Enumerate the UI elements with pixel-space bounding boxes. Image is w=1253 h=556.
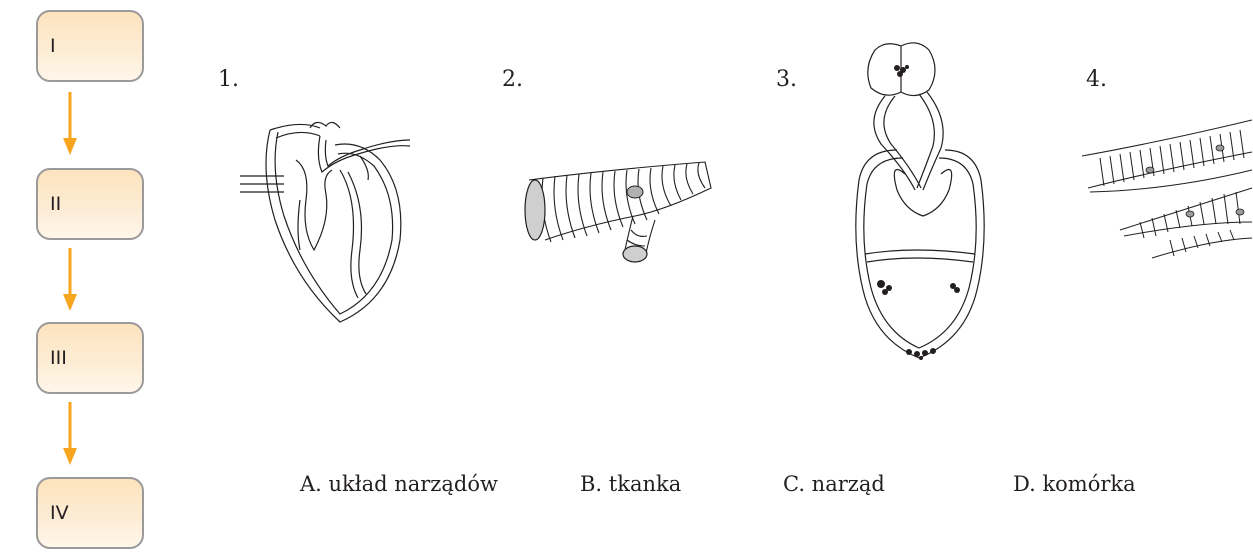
tissue-illustration [515,150,715,270]
level-box-3: III [36,322,144,394]
level-label-2: II [50,193,61,215]
down-arrow-icon [62,402,78,466]
figure-number-3: 3. [776,67,797,92]
figure-number-2: 2. [502,67,523,92]
heart-illustration [240,110,410,330]
option-label-c: C. narząd [783,472,885,496]
down-arrow-icon [62,92,78,156]
figure-number-4: 4. [1086,67,1107,92]
cells-illustration [1080,112,1253,262]
option-label-d: D. komórka [1013,472,1136,496]
circulatory-system-illustration [845,40,995,380]
level-label-1: I [50,35,56,57]
level-box-2: II [36,168,144,240]
option-label-b: B. tkanka [580,472,681,496]
level-label-3: III [50,347,67,369]
option-label-a: A. układ narządów [300,472,498,496]
down-arrow-icon [62,248,78,312]
level-label-4: IV [50,502,69,524]
level-box-1: I [36,10,144,82]
level-box-4: IV [36,477,144,549]
figure-number-1: 1. [218,67,239,92]
